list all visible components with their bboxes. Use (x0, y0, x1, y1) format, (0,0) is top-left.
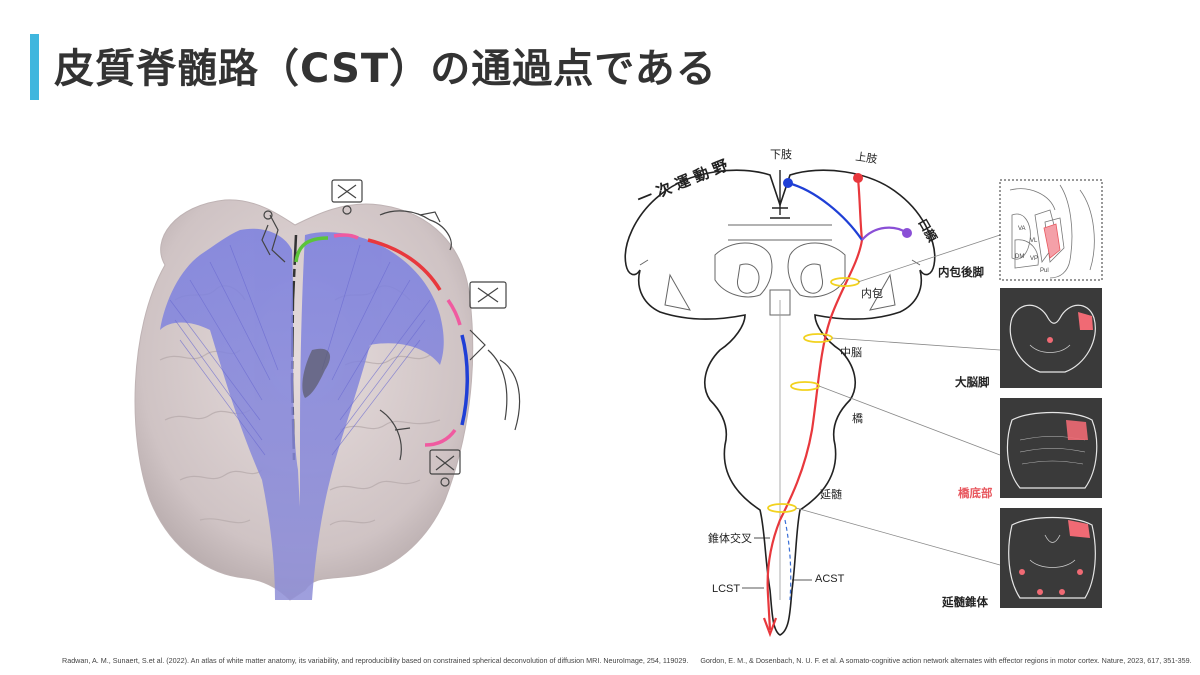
arc-face-area-green (294, 236, 329, 263)
acst-path (784, 519, 792, 601)
inset-basilar-pons (1000, 398, 1102, 498)
label-pons: 橋 (852, 411, 863, 425)
inset-medullary-pyramid (1000, 508, 1102, 608)
label-upper-limb: 上肢 (855, 149, 879, 166)
brain-illustration (134, 179, 521, 601)
connector-lines (795, 234, 1001, 566)
inset-internal-capsule: VA VL DM VP Pul (999, 179, 1103, 281)
label-lcst: LCST (712, 583, 740, 595)
inset-cerebral-peduncle (1000, 288, 1102, 388)
reference-2: Gordon, E. M., & Dosenbach, N. U. F. et … (700, 656, 1192, 665)
inset-label-basilar-pons: 橋底部 (958, 486, 993, 500)
reference-1: Radwan, A. M., Sunaert, S.et al. (2022).… (62, 656, 689, 665)
inset-peduncle-highlight (1078, 312, 1093, 330)
references: Radwan, A. M., Sunaert, S.et al. (2022).… (62, 656, 1200, 665)
label-midbrain: 中脳 (840, 346, 862, 359)
label-internal-capsule: 内包 (861, 286, 883, 300)
homunculus-sketches (261, 179, 521, 487)
slide-title: 皮質脊髄路（CST）の通過点である (54, 46, 717, 92)
interhemispheric-fissure (770, 170, 790, 219)
arc-pink-1 (333, 233, 359, 240)
inset-label-cerebral-peduncle: 大脳脚 (955, 375, 990, 389)
arc-pink-3 (424, 428, 457, 447)
label-decussation: 錐体交叉 (708, 531, 752, 545)
lower-limb-fiber (787, 181, 863, 241)
inset-thalamus-label-pul: Pul (1040, 268, 1049, 274)
label-lower-limb: 下肢 (770, 147, 792, 161)
label-medulla: 延髄 (820, 487, 842, 501)
internal-structures (639, 224, 921, 316)
inset-thalamus-label-vl: VL (1030, 238, 1038, 244)
inset-thalamus-label-vp: VP (1030, 256, 1038, 262)
arc-blue-face (460, 334, 469, 426)
inset-label-internal-capsule-posterior-limb: 内包後脚 (938, 265, 984, 279)
arc-red-upper-limb (367, 238, 442, 291)
lateral-ventricle (302, 348, 331, 398)
arc-pink-2 (446, 298, 462, 326)
inset-thalamus-label-dm: DM (1015, 254, 1024, 260)
inset-pons-highlight (1066, 420, 1088, 440)
inset-ic-highlight (1043, 223, 1061, 259)
inset-label-medullary-pyramid: 延髄錐体 (941, 595, 988, 609)
inset-pyramid-highlight (1068, 520, 1090, 538)
label-acst: ACST (815, 573, 845, 585)
tract-arrowhead (762, 617, 778, 638)
upper-limb-origin-dot (853, 173, 863, 183)
cst-schematic: 一 次 運 動 野 下肢 上肢 口顔 内包 中脳 橋 延髄 錐体交叉 LCST … (624, 147, 1001, 638)
title-accent-bar (30, 34, 39, 100)
face-fiber (861, 226, 908, 241)
inset-thalamus-label-va: VA (1018, 226, 1026, 232)
